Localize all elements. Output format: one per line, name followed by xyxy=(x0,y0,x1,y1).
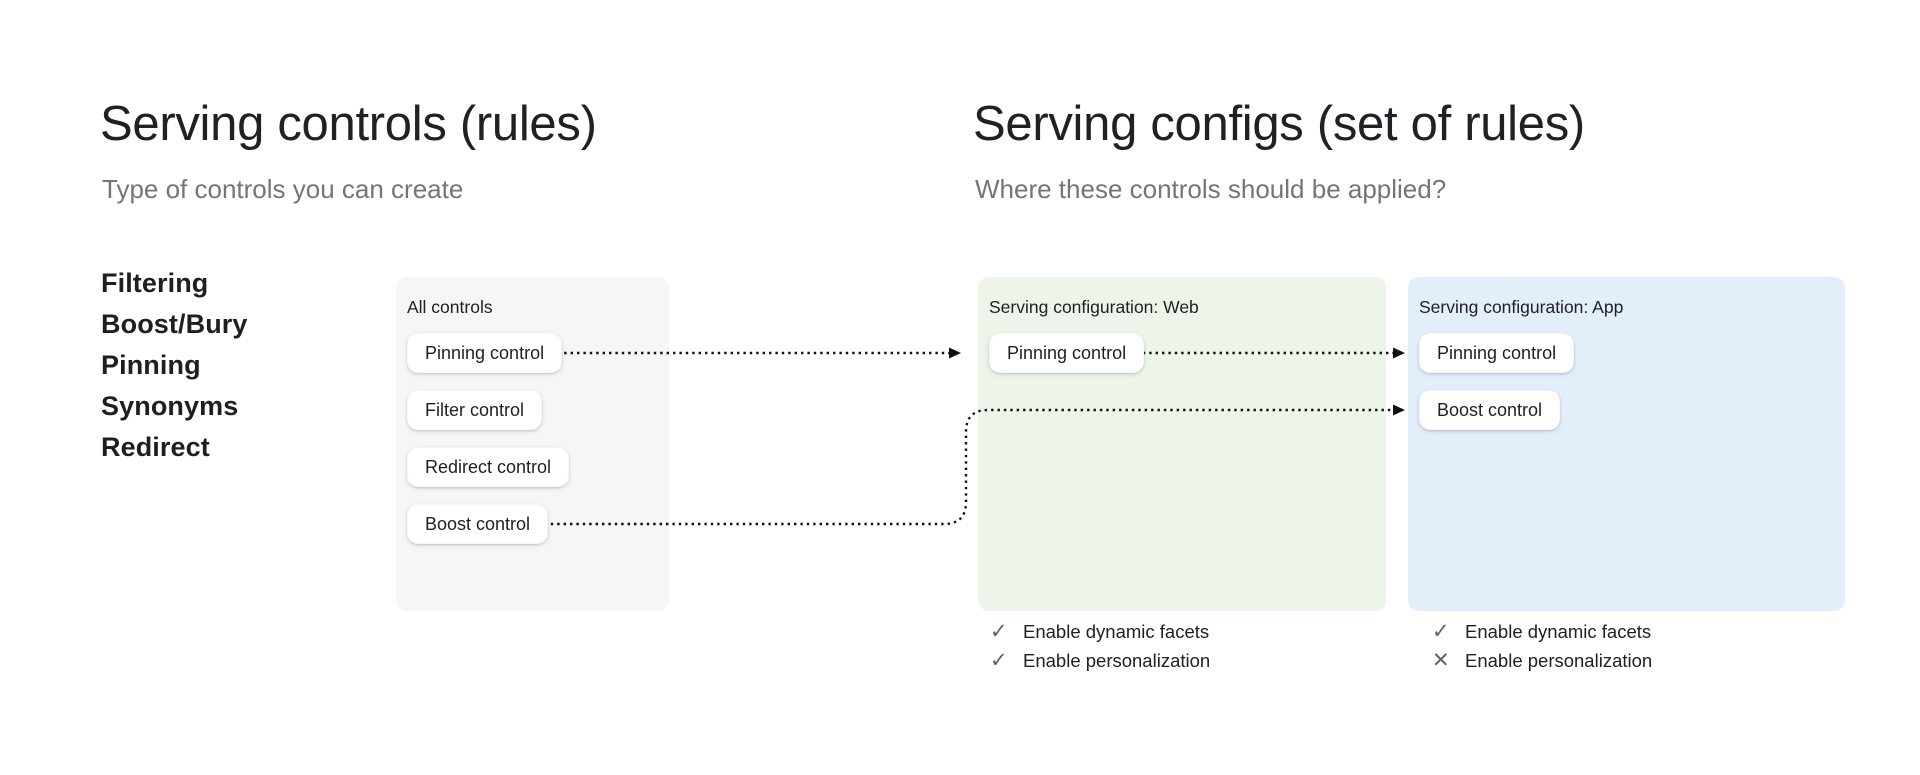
control-type-list: Filtering Boost/Bury Pinning Synonyms Re… xyxy=(101,263,248,468)
web-setting-row: ✓ Enable personalization xyxy=(990,650,1210,672)
web-setting-label: Enable personalization xyxy=(1023,650,1211,671)
boost-control-chip: Boost control xyxy=(407,504,549,544)
app-setting-row: ✓ Enable dynamic facets xyxy=(1432,621,1652,643)
right-subtitle: Where these controls should be applied? xyxy=(975,174,1447,204)
app-setting-label: Enable personalization xyxy=(1465,650,1653,671)
control-type-boost-bury: Boost/Bury xyxy=(101,309,248,339)
web-config-panel: Serving configuration: Web Pinning contr… xyxy=(978,277,1386,611)
web-settings-list: ✓ Enable dynamic facets ✓ Enable persona… xyxy=(990,621,1210,679)
check-icon: ✓ xyxy=(990,649,1008,672)
check-icon: ✓ xyxy=(990,620,1008,643)
web-setting-row: ✓ Enable dynamic facets xyxy=(990,621,1210,643)
app-setting-row: ✕ Enable personalization xyxy=(1432,650,1652,672)
app-config-panel: Serving configuration: App Pinning contr… xyxy=(1408,277,1845,611)
app-settings-list: ✓ Enable dynamic facets ✕ Enable persona… xyxy=(1432,621,1652,679)
app-pinning-control-chip: Pinning control xyxy=(1419,333,1575,373)
app-config-panel-label: Serving configuration: App xyxy=(1419,297,1624,317)
control-type-synonyms: Synonyms xyxy=(101,391,239,421)
redirect-control-chip: Redirect control xyxy=(407,447,570,487)
all-controls-panel-label: All controls xyxy=(407,297,493,317)
check-icon: ✓ xyxy=(1432,620,1450,643)
control-type-filtering: Filtering xyxy=(101,268,209,298)
web-pinning-control-chip: Pinning control xyxy=(989,333,1145,373)
left-title: Serving controls (rules) xyxy=(100,97,597,151)
web-setting-label: Enable dynamic facets xyxy=(1023,621,1210,642)
app-setting-label: Enable dynamic facets xyxy=(1465,621,1652,642)
cross-icon: ✕ xyxy=(1432,649,1450,672)
control-type-redirect: Redirect xyxy=(101,432,210,462)
left-subtitle: Type of controls you can create xyxy=(102,174,464,204)
control-type-pinning: Pinning xyxy=(101,350,201,380)
pinning-control-chip: Pinning control xyxy=(407,333,563,373)
right-title: Serving configs (set of rules) xyxy=(973,97,1585,151)
all-controls-panel: All controls Pinning control Filter cont… xyxy=(396,277,669,611)
filter-control-chip: Filter control xyxy=(407,390,543,430)
app-boost-control-chip: Boost control xyxy=(1419,390,1561,430)
web-config-panel-label: Serving configuration: Web xyxy=(989,297,1199,317)
